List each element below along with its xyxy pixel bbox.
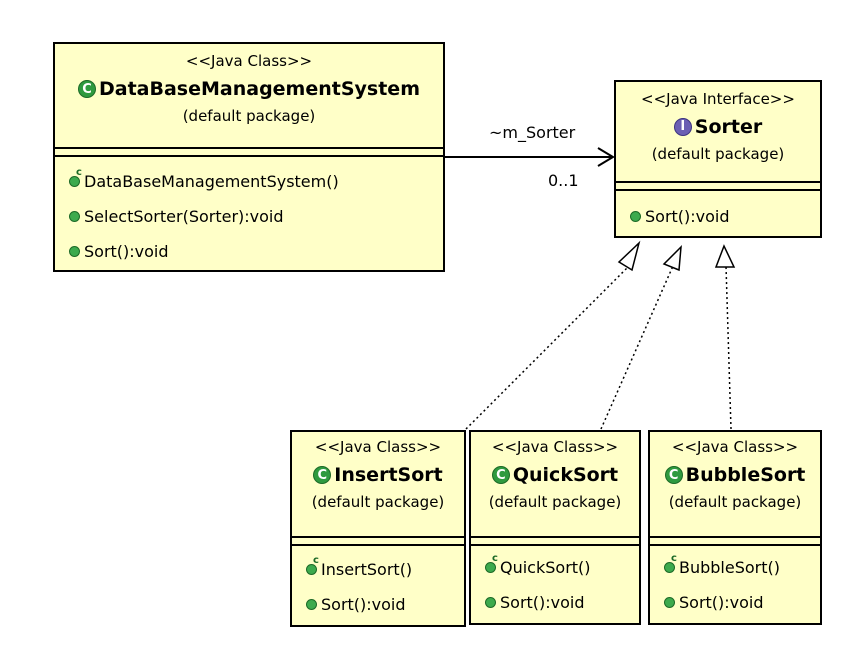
class-name: InsertSort: [334, 464, 443, 486]
operation-label: Sort():void: [84, 242, 169, 261]
operation-label: BubbleSort(): [679, 558, 780, 577]
association-role-label: ~m_Sorter: [489, 123, 576, 142]
interface-name: Sorter: [694, 116, 763, 138]
constructor-icon: c: [485, 553, 498, 573]
constructor-icon: c: [306, 555, 319, 575]
interface-box-sorter[interactable]: <<Java Interface>> I Sorter (default pac…: [614, 80, 822, 238]
method-icon: [69, 211, 80, 222]
method-icon: [69, 246, 80, 257]
method-icon: [306, 599, 317, 610]
package-label: (default package): [182, 107, 316, 125]
realization-arrowhead-insertsort: [617, 240, 641, 272]
method-icon: [485, 597, 496, 608]
association-multiplicity-label: 0..1: [548, 171, 579, 190]
realization-arrowhead-quicksort: [662, 245, 682, 272]
class-box-insertsort[interactable]: <<Java Class>> C InsertSort (default pac…: [290, 430, 466, 627]
method-icon: [664, 597, 675, 608]
operation-row[interactable]: c QuickSort(): [471, 550, 639, 585]
constructor-icon: c: [664, 553, 677, 573]
class-box-quicksort[interactable]: <<Java Class>> C QuickSort (default pack…: [469, 430, 641, 625]
class-icon: C: [313, 466, 332, 484]
class-name: QuickSort: [512, 464, 619, 486]
operation-row[interactable]: Sort():void: [650, 585, 820, 620]
package-label: (default package): [311, 493, 445, 511]
association-arrowhead: [597, 147, 615, 167]
class-box-bubblesort[interactable]: <<Java Class>> C BubbleSort (default pac…: [648, 430, 822, 625]
operation-row[interactable]: SelectSorter(Sorter):void: [55, 199, 443, 234]
package-label: (default package): [651, 145, 785, 163]
operation-row[interactable]: Sort():void: [471, 585, 639, 620]
operation-label: SelectSorter(Sorter):void: [84, 207, 284, 226]
operation-row[interactable]: c InsertSort(): [292, 552, 464, 587]
operation-row[interactable]: Sort():void: [616, 199, 820, 234]
operation-row[interactable]: Sort():void: [55, 234, 443, 269]
operation-label: Sort():void: [321, 595, 406, 614]
operation-label: Sort():void: [645, 207, 730, 226]
operation-row[interactable]: c DataBaseManagementSystem(): [55, 164, 443, 199]
realization-line-insertsort: [465, 263, 632, 430]
class-name: DataBaseManagementSystem: [99, 78, 420, 100]
realization-line-quicksort: [600, 265, 674, 430]
stereotype-label: <<Java Class>>: [314, 438, 442, 456]
stereotype-label: <<Java Interface>>: [641, 90, 795, 108]
package-label: (default package): [488, 493, 622, 511]
interface-icon: I: [673, 118, 692, 136]
method-icon: [630, 211, 641, 222]
class-box-dbms[interactable]: <<Java Class>> C DataBaseManagementSyste…: [53, 42, 445, 272]
realization-arrowhead-bubblesort: [714, 244, 736, 268]
stereotype-label: <<Java Class>>: [491, 438, 619, 456]
stereotype-label: <<Java Class>>: [185, 52, 313, 70]
operation-label: Sort():void: [500, 593, 585, 612]
class-icon: C: [491, 466, 510, 484]
class-icon: C: [78, 80, 96, 98]
class-name: BubbleSort: [685, 464, 806, 486]
operation-label: QuickSort(): [500, 558, 591, 577]
class-icon: C: [664, 466, 683, 484]
operation-label: DataBaseManagementSystem(): [84, 172, 339, 191]
constructor-icon: c: [69, 167, 82, 187]
stereotype-label: <<Java Class>>: [671, 438, 799, 456]
operation-row[interactable]: c BubbleSort(): [650, 550, 820, 585]
realization-line-bubblesort: [725, 265, 732, 430]
package-label: (default package): [668, 493, 802, 511]
operation-label: Sort():void: [679, 593, 764, 612]
operation-label: InsertSort(): [321, 560, 413, 579]
operation-row[interactable]: Sort():void: [292, 587, 464, 622]
